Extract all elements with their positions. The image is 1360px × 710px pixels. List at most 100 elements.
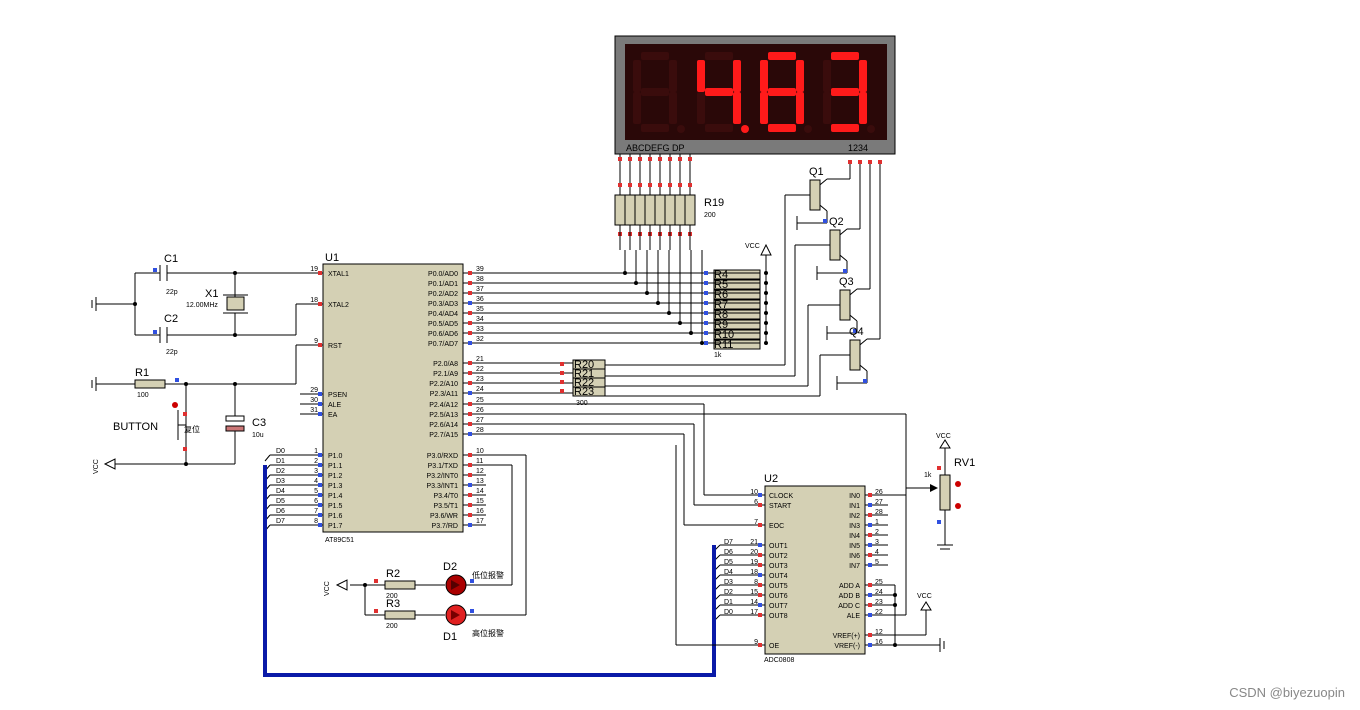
u1-pin-name: RST: [328, 343, 343, 350]
u2-pin-num: 9: [754, 639, 758, 646]
bus-label: D6: [724, 549, 733, 556]
u2-pin-num: 18: [750, 569, 758, 576]
u2-pin-name: OUT1: [769, 543, 788, 550]
u2-ref: U2: [764, 473, 778, 485]
u1-pin-name: P2.4/A12: [429, 402, 458, 409]
vcc-r4: VCC: [745, 243, 772, 345]
u2-pin-name: OUT7: [769, 603, 788, 610]
reset-circuit: R1 100 C3 10u BUTTON 复位 VCC: [91, 344, 310, 474]
rv1-value: 1k: [924, 472, 932, 479]
u2-pin-num: 1: [875, 519, 879, 526]
button-ref: BUTTON: [113, 421, 158, 433]
u2-pin-num: 17: [750, 609, 758, 616]
r4-ref: R4: [714, 269, 728, 281]
rv1-potentiometer[interactable]: RV1 1k VCC: [878, 433, 975, 550]
transistor-q1[interactable]: Q1: [605, 164, 851, 366]
u1-pin-name: P0.3/AD3: [428, 301, 458, 308]
u1-pin-num: 12: [476, 468, 484, 475]
u2-pin-num: 8: [754, 579, 758, 586]
u2-pin-num: 4: [875, 549, 879, 556]
transistor-q4[interactable]: Q4: [605, 164, 881, 397]
r20-ref: R22: [574, 377, 594, 389]
u1-pin-num: 19: [310, 266, 318, 273]
vcc-label-rv1: VCC: [936, 433, 951, 440]
u2-pin-name: OUT2: [769, 553, 788, 560]
segment-c: [859, 92, 867, 124]
u1-pin-num: 9: [314, 338, 318, 345]
segment-a: [705, 52, 733, 60]
r4-value: 1k: [714, 352, 722, 359]
r2-value: 200: [386, 593, 398, 600]
u1-pin-num: 5: [314, 488, 318, 495]
u1-part: AT89C51: [325, 537, 354, 544]
u1-pin-num: 34: [476, 316, 484, 323]
u2-pin-name: IN6: [849, 553, 860, 560]
u2-pin-name: OE: [769, 643, 779, 650]
u1-pin-name: P2.6/A14: [429, 422, 458, 429]
r1-ref: R1: [135, 367, 149, 379]
bus-label: D5: [276, 498, 285, 505]
transistor-q2[interactable]: Q2: [605, 164, 861, 377]
display-digit-3: [760, 52, 812, 133]
segment-f: [633, 60, 641, 92]
bus-label: D2: [724, 589, 733, 596]
u1-pin-num: 28: [476, 427, 484, 434]
segment-dp: [677, 125, 685, 133]
u1-pin-name: P2.7/A15: [429, 432, 458, 439]
u1-microcontroller[interactable]: U1 AT89C51 19XTAL118XTAL29RST29PSEN30ALE…: [300, 252, 486, 544]
u1-pin-name: P1.3: [328, 483, 343, 490]
u1-pin-num: 23: [476, 376, 484, 383]
r19-resistor-pack[interactable]: R19 200: [614, 194, 724, 250]
bus-label: D7: [276, 518, 285, 525]
u2-pin-num: 21: [750, 539, 758, 546]
u2-pin-num: 2: [875, 529, 879, 536]
u2-pin-name: EOC: [769, 523, 784, 530]
x1-ref: X1: [205, 288, 218, 300]
u1-pin-name: P1.2: [328, 473, 343, 480]
segment-f: [697, 60, 705, 92]
u1-pin-name: P3.1/TXD: [428, 463, 458, 470]
c2-ref: C2: [164, 313, 178, 325]
bus-label: D3: [276, 478, 285, 485]
segment-d: [831, 124, 859, 132]
u2-pin-name: IN2: [849, 513, 860, 520]
u1-pin-num: 8: [314, 518, 318, 525]
c3-ref: C3: [252, 417, 266, 429]
segment-b: [859, 60, 867, 92]
r4-ref: R8: [714, 309, 728, 321]
u1-pin-name: P0.5/AD5: [428, 321, 458, 328]
u2-pin-name: OUT4: [769, 573, 788, 580]
u2-adc[interactable]: U2 ADC0808 10CLOCK6START7EOC21OUT120OUT2…: [713, 473, 888, 664]
segment-b: [733, 60, 741, 92]
u2-pin-num: 5: [875, 559, 879, 566]
u1-pin-name: P1.6: [328, 513, 343, 520]
u1-pin-name: P3.2/INT0: [426, 473, 458, 480]
seven-segment-display[interactable]: ABCDEFG DP 1234: [614, 35, 896, 155]
u2-pin-num: 25: [875, 579, 883, 586]
vcc-label-adc: VCC: [917, 593, 932, 600]
r4-ref: R6: [714, 289, 728, 301]
segment-e: [823, 92, 831, 124]
r20-ref: R23: [574, 386, 594, 398]
u1-pin-num: 15: [476, 498, 484, 505]
r3-value: 200: [386, 623, 398, 630]
bus-label: D1: [724, 599, 733, 606]
oscillator-circuit: C1 22p C2 22p X1 12.00MHz: [91, 253, 310, 356]
u1-pin-num: 30: [310, 397, 318, 404]
u2-pin-name: START: [769, 503, 792, 510]
u1-pin-name: P0.6/AD6: [428, 331, 458, 338]
u1-pin-name: P2.5/A13: [429, 412, 458, 419]
transistor-q3[interactable]: Q3: [605, 164, 871, 387]
u2-pin-name: CLOCK: [769, 493, 793, 500]
watermark: CSDN @biyezuopin: [1229, 685, 1345, 700]
u2-pin-name: IN3: [849, 523, 860, 530]
r4-ref: R11: [714, 339, 733, 351]
u1-pin-name: P2.1/A9: [433, 371, 458, 378]
u1-pin-name: P2.3/A11: [430, 391, 458, 398]
segment-c: [796, 92, 804, 124]
bus-label: D7: [724, 539, 733, 546]
transistor-ref: Q2: [829, 216, 844, 228]
